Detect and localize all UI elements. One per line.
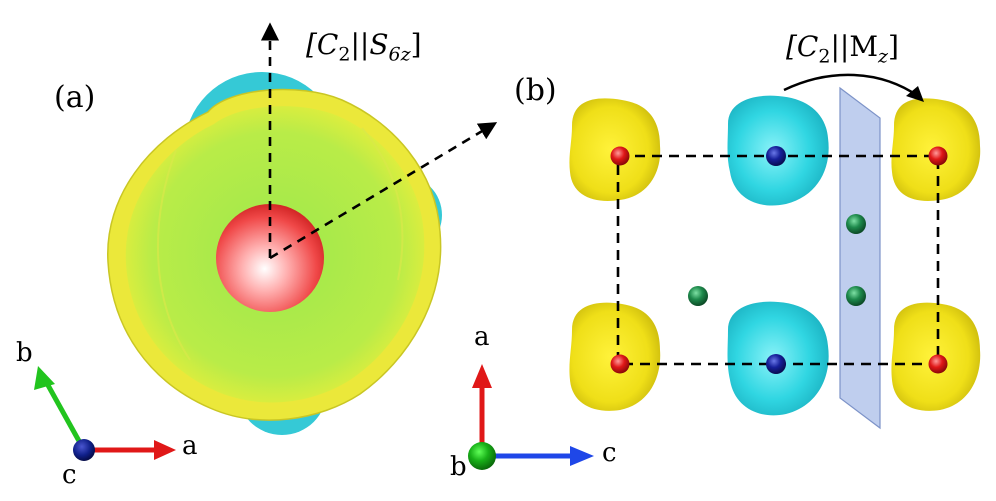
axis-label-a-panel-a: a xyxy=(182,431,198,461)
sym-a-sub1: 2 xyxy=(338,43,351,66)
axis-a-arrowhead xyxy=(154,440,176,460)
axis-label-b-panel-b: b xyxy=(450,452,467,482)
green-atom-left xyxy=(688,286,708,306)
red-atom-bottom-left xyxy=(610,354,630,374)
sym-b-sub1: 2 xyxy=(818,45,831,68)
panel-b-axis-triad xyxy=(468,364,594,470)
axis-b-arrowhead xyxy=(34,366,55,390)
mirror-plane-mz xyxy=(839,86,881,430)
lobe-seam-left xyxy=(156,149,191,361)
sym-b-sub2: z xyxy=(878,45,889,68)
sym-b-mid: ||M xyxy=(830,30,878,63)
red-atom-top-right xyxy=(928,146,948,166)
panel-b-label: (b) xyxy=(514,73,557,108)
sym-b-prefix: [C xyxy=(786,30,819,63)
sym-a-suffix: ] xyxy=(410,28,422,61)
blue-atom-top xyxy=(766,146,786,166)
red-atom-bottom-right xyxy=(928,354,948,374)
panel-b-structure xyxy=(569,73,981,430)
panel-a-label: (a) xyxy=(54,80,96,115)
c2-rotation-arrow xyxy=(783,73,919,97)
sym-a-mid: ||S xyxy=(350,28,389,61)
lobe-seam-right xyxy=(361,127,404,281)
sym-b-suffix: ] xyxy=(888,30,899,63)
axis-b-origin xyxy=(468,442,496,470)
panel-a-axis-triad xyxy=(34,366,176,461)
green-atom-upper xyxy=(846,214,866,234)
green-atom-lower xyxy=(846,286,866,306)
axis-label-b-panel-a: b xyxy=(16,338,33,368)
axis-c-origin xyxy=(73,439,95,461)
symmetry-label-a: [C2||S6z] xyxy=(306,28,422,66)
axis-label-c-panel-b: c xyxy=(602,438,617,468)
sym-a-prefix: [C xyxy=(306,28,339,61)
axis-label-a-panel-b: a xyxy=(474,322,490,352)
panel-a-isosurface xyxy=(107,22,498,435)
axis-b-line xyxy=(41,376,87,452)
red-atom-top-left xyxy=(610,146,630,166)
axis-label-c-panel-a: c xyxy=(62,460,77,490)
axis-a-arrowhead-b xyxy=(472,364,492,388)
s6z-axis-rotated xyxy=(269,122,498,260)
blue-atom-bottom xyxy=(766,354,786,374)
symmetry-label-b: [C2||Mz] xyxy=(786,30,899,68)
axis-c-arrowhead-b xyxy=(570,446,594,466)
c2-rotation-arrowhead xyxy=(906,86,924,102)
sym-a-sub2: 6z xyxy=(388,43,411,66)
